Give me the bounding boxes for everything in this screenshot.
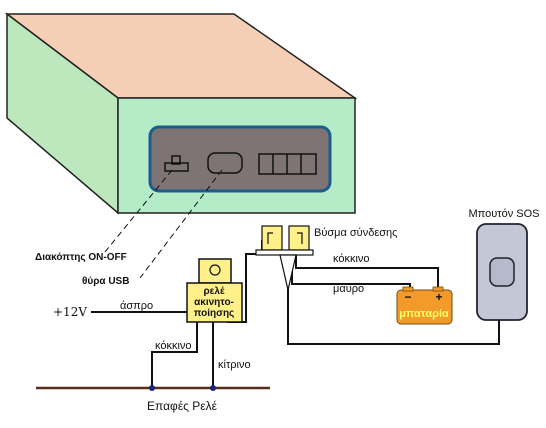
relay-label-2: ακινητο- bbox=[194, 297, 234, 308]
relay-label-3: ποίησης bbox=[194, 308, 235, 319]
connector-base bbox=[255, 249, 314, 256]
red-wire-left bbox=[151, 322, 198, 388]
sos-button-label: Μπουτόν SOS bbox=[469, 208, 540, 220]
switch-label: Διακόπτης ON-OFF bbox=[35, 252, 127, 263]
red-wire-right-label: κόκκινο bbox=[333, 253, 370, 265]
relay-body bbox=[186, 282, 243, 323]
tracker-box bbox=[4, 12, 358, 215]
on-off-switch bbox=[164, 155, 189, 172]
sos-button-key bbox=[489, 257, 515, 287]
relay-contacts-label: Επαφές Ρελέ bbox=[147, 399, 218, 413]
sos-button bbox=[476, 223, 528, 321]
sos-wire bbox=[287, 262, 500, 345]
plus12v-label: +12V bbox=[53, 305, 87, 319]
pin-connector bbox=[258, 153, 317, 175]
white-wire-label: άσπρο bbox=[120, 300, 153, 312]
immobilizer-relay: ρελέ ακινητο- ποίησης bbox=[186, 258, 243, 323]
relay-mount-hole bbox=[209, 264, 221, 276]
terminal-yellow bbox=[210, 385, 216, 391]
switch-leader bbox=[104, 169, 173, 253]
connector-pin-left bbox=[261, 225, 283, 251]
yellow-wire-label: κίτρινο bbox=[218, 359, 251, 371]
battery-label: μπαταρία bbox=[399, 308, 449, 320]
terminal-red bbox=[149, 385, 155, 391]
usb-label: θύρα USB bbox=[82, 276, 129, 287]
connector-label: Βύσμα σύνδεσης bbox=[314, 227, 397, 239]
usb-leader bbox=[139, 169, 223, 279]
usb-port bbox=[207, 152, 243, 174]
connector-plug bbox=[255, 225, 314, 291]
connector-pin-right bbox=[288, 225, 310, 251]
connector-funnel bbox=[279, 254, 297, 291]
battery-minus: − bbox=[404, 290, 411, 304]
battery-body bbox=[396, 289, 453, 325]
red-wire-right bbox=[295, 254, 439, 290]
battery-plus: + bbox=[435, 290, 442, 304]
tracker-control-panel bbox=[148, 125, 332, 193]
red-wire-left-label: κόκκινο bbox=[155, 340, 192, 352]
black-wire-label: μαύρο bbox=[333, 283, 364, 295]
relay-label-1: ρελέ bbox=[203, 286, 224, 297]
relay-mount-tab bbox=[198, 258, 232, 284]
battery: − + μπαταρία bbox=[396, 286, 453, 325]
